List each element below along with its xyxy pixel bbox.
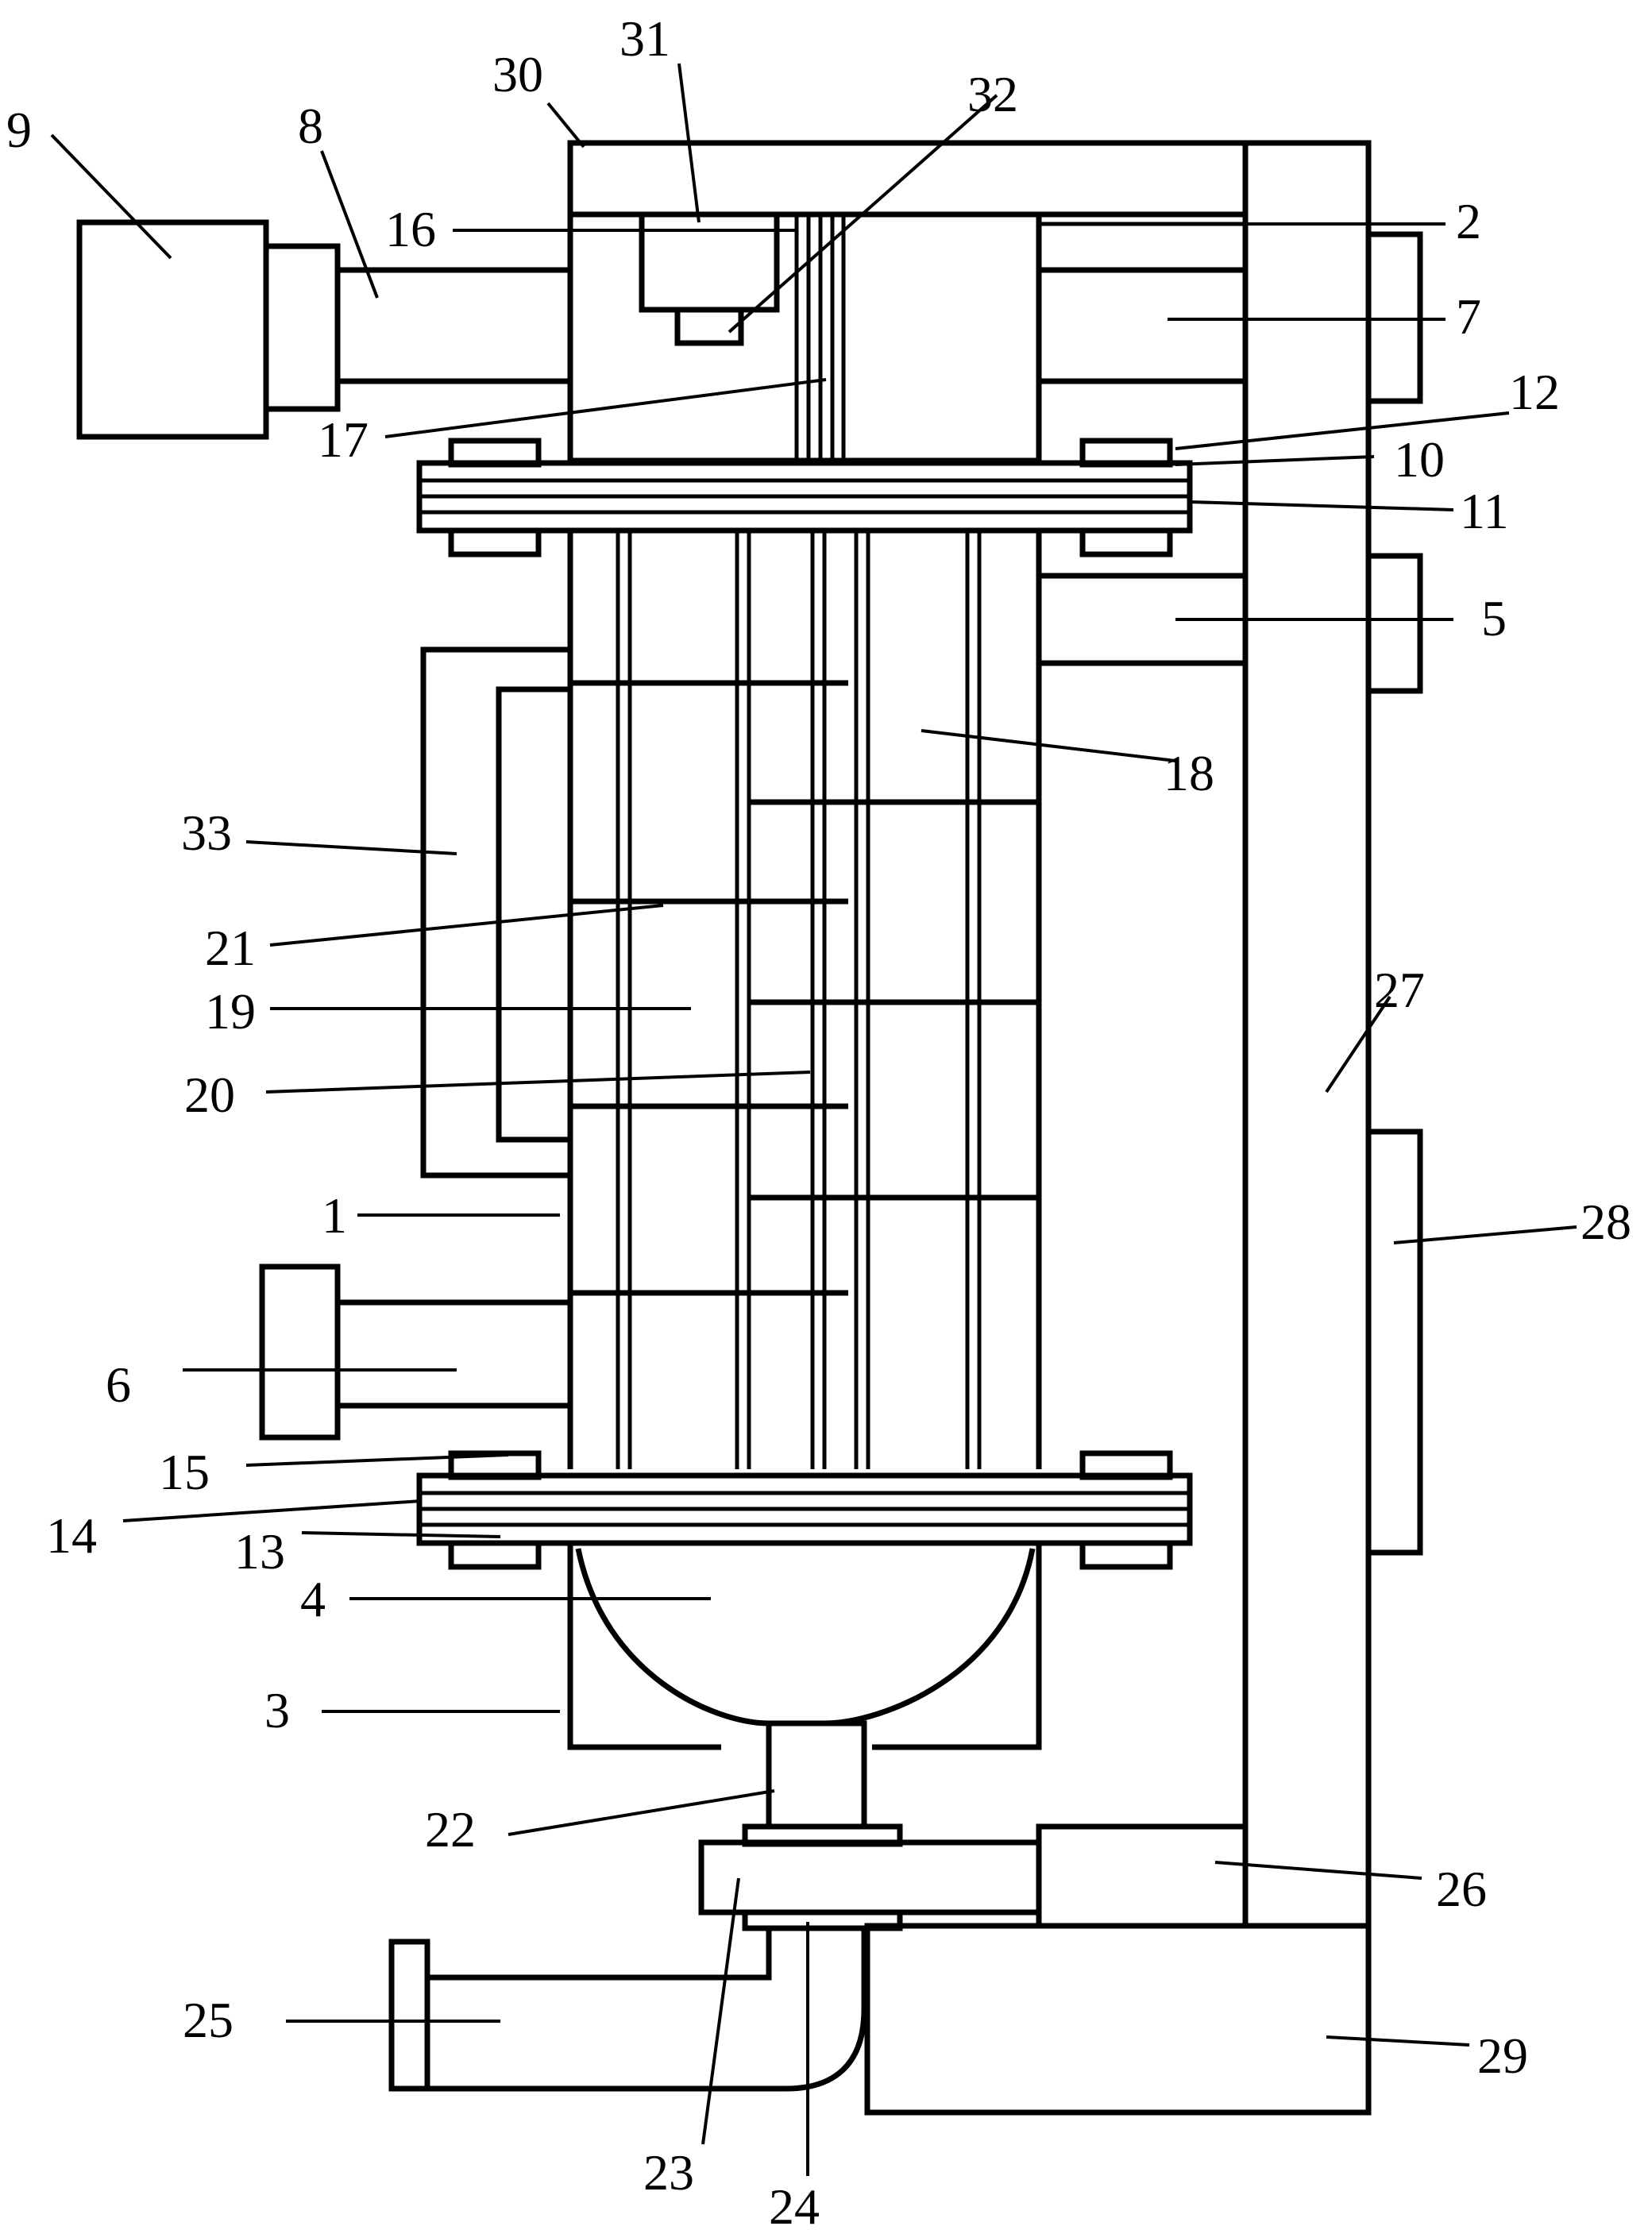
top-beam-30	[567, 140, 1249, 218]
leader-26	[1214, 1861, 1422, 1880]
inlet-flange-6	[259, 1264, 341, 1441]
label-16: 16	[385, 201, 436, 257]
bracket-5	[1365, 553, 1423, 694]
label-25: 25	[183, 1992, 234, 2048]
leader-13	[301, 1531, 501, 1538]
label-23: 23	[643, 2144, 694, 2201]
bottom-head-4	[575, 1548, 1036, 1727]
skirt-3-right	[872, 1543, 1042, 1750]
label-15: 15	[159, 1444, 210, 1500]
arm-7	[1036, 267, 1249, 384]
discharge-elbow-24	[427, 1928, 772, 1981]
leader-14	[122, 1499, 422, 1522]
leader-20	[265, 1071, 811, 1094]
leader-18	[921, 729, 1176, 762]
leader-22	[508, 1789, 775, 1836]
leader-30	[546, 102, 585, 149]
label-22: 22	[425, 1801, 476, 1858]
label-27: 27	[1374, 962, 1425, 1018]
label-4: 4	[300, 1571, 326, 1627]
valve-body-23	[698, 1839, 1042, 1916]
label-17: 17	[318, 411, 369, 468]
label-32: 32	[967, 66, 1018, 122]
leader-33	[245, 840, 457, 855]
leader-10	[1175, 455, 1375, 466]
drive-shaft-8	[334, 267, 573, 384]
nozzle-32	[674, 307, 744, 346]
leader-12	[1175, 411, 1510, 450]
label-31: 31	[620, 10, 670, 67]
label-5: 5	[1481, 590, 1507, 646]
clamp-13-right-bottom	[1079, 1540, 1173, 1570]
label-11: 11	[1460, 483, 1509, 539]
leader-23	[701, 1877, 740, 2145]
label-6: 6	[106, 1356, 131, 1413]
clamp-12-left-bottom	[448, 527, 542, 558]
control-panel-28	[1365, 1129, 1423, 1556]
label-30: 30	[492, 46, 543, 102]
leader-31	[677, 63, 701, 223]
jacket-pipe-33-outer	[420, 646, 570, 1179]
label-2: 2	[1456, 193, 1481, 249]
leader-28	[1393, 1225, 1577, 1244]
label-19: 19	[205, 983, 256, 1040]
label-12: 12	[1509, 364, 1560, 420]
label-20: 20	[184, 1067, 235, 1123]
leader-29	[1326, 2035, 1470, 2047]
valve-lower-collar	[742, 1909, 903, 1931]
jacket-pipe-33-inner	[496, 686, 570, 1143]
label-10: 10	[1394, 431, 1445, 488]
outlet-flange-25	[388, 1939, 430, 2092]
label-28: 28	[1581, 1194, 1631, 1250]
label-26: 26	[1436, 1861, 1487, 1917]
leader-11	[1189, 500, 1454, 511]
leader-17	[384, 378, 827, 438]
leader-15	[245, 1453, 509, 1467]
label-14: 14	[46, 1507, 97, 1564]
leader-8	[320, 150, 379, 299]
actuator-26	[1036, 1823, 1249, 1929]
label-9: 9	[6, 102, 32, 158]
label-13: 13	[234, 1523, 285, 1580]
label-21: 21	[205, 920, 256, 976]
support-column-27	[1242, 140, 1372, 1929]
label-1: 1	[322, 1187, 347, 1244]
leader-27	[1325, 995, 1391, 1094]
skirt-3	[567, 1543, 721, 1750]
label-18: 18	[1164, 745, 1214, 801]
label-7: 7	[1456, 288, 1481, 345]
outlet-neck-22	[766, 1720, 867, 1830]
leader-9	[50, 133, 172, 260]
clamp-13-left-bottom	[448, 1540, 542, 1570]
base-29	[864, 1923, 1372, 2116]
motor-9	[76, 219, 269, 440]
label-8: 8	[298, 98, 323, 154]
inlet-pipe-6	[334, 1299, 573, 1409]
label-24: 24	[769, 2178, 820, 2230]
leader-21	[269, 904, 664, 947]
label-3: 3	[264, 1682, 290, 1738]
label-33: 33	[181, 804, 232, 861]
coupling	[263, 243, 341, 412]
label-29: 29	[1477, 2027, 1528, 2084]
clamp-12-right-bottom	[1079, 527, 1173, 558]
discharge-elbow-outer	[427, 1928, 867, 2092]
leader-32	[728, 94, 998, 334]
